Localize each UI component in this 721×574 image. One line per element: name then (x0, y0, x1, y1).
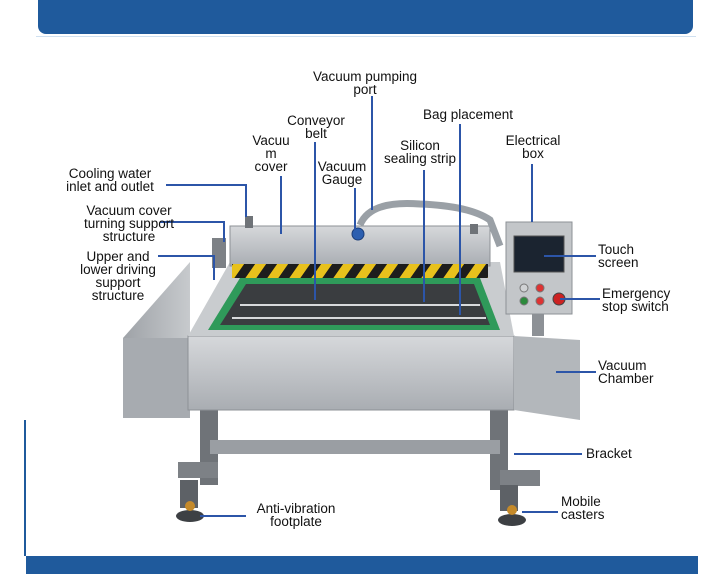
label-electrical-box: Electrical box (505, 133, 561, 161)
label-conveyor-belt: Conveyor belt (287, 113, 345, 141)
electrical-box (505, 221, 573, 336)
label-touch-screen: Touch screen (598, 242, 639, 270)
footer-banner (26, 556, 698, 574)
bracket-frame (178, 405, 540, 511)
label-silicon-sealing-strip: Silicon sealing strip (383, 138, 457, 166)
label-vacuum-cover: Vacuu m cover (252, 133, 290, 174)
conveyor-belt-area (208, 278, 500, 330)
label-mobile-casters: Mobile casters (561, 494, 605, 522)
label-anti-vibration: Anti-vibration footplate (256, 501, 336, 529)
label-vacuum-gauge: Vacuum Gauge (317, 159, 367, 187)
label-emergency-stop: Emergency stop switch (602, 286, 671, 314)
label-cooling-water: Cooling water inlet and outlet (66, 166, 154, 194)
label-bracket: Bracket (586, 446, 632, 461)
label-vacuum-chamber: Vacuum Chamber (598, 358, 654, 386)
header-banner (38, 0, 693, 34)
label-bag-placement: Bag placement (422, 107, 514, 122)
label-driving-support: Upper and lower driving support structur… (80, 249, 156, 303)
label-turning-support: Vacuum cover turning support structure (83, 203, 175, 244)
leader-lines (158, 96, 600, 517)
footplate-casters (176, 501, 526, 526)
left-accent-rule (24, 420, 26, 556)
label-vacuum-pumping-port: Vacuum pumping port (312, 69, 418, 97)
header-divider (36, 36, 696, 37)
